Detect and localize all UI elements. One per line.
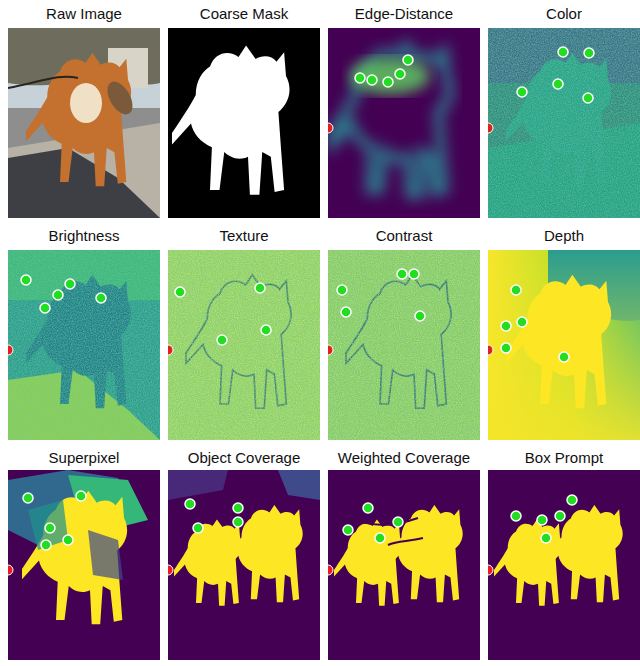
- texture-map: [168, 250, 320, 440]
- weighted-coverage-map: [328, 470, 480, 660]
- coarse-mask: [168, 28, 320, 218]
- panel-title: Contrast: [376, 227, 433, 245]
- object-coverage-map: [168, 470, 320, 660]
- color-map: [488, 28, 640, 218]
- panel-title: Weighted Coverage: [338, 449, 470, 467]
- panel-title: Raw Image: [46, 5, 122, 23]
- contrast-map: [328, 250, 480, 440]
- panel-title: Depth: [544, 227, 584, 245]
- box-prompt-map: [488, 470, 640, 660]
- raw-photo: [8, 28, 160, 218]
- panel-title: Texture: [219, 227, 268, 245]
- panel-title: Coarse Mask: [200, 5, 288, 23]
- panel-title: Edge-Distance: [355, 5, 453, 23]
- panel-title: Superpixel: [49, 449, 120, 467]
- panel-title: Object Coverage: [188, 449, 301, 467]
- superpixel-map: [8, 470, 160, 660]
- brightness-map: [8, 250, 160, 440]
- edge-distance-map: [328, 28, 480, 218]
- panel-title: Brightness: [49, 227, 120, 245]
- panel-title: Box Prompt: [525, 449, 603, 467]
- panel-title: Color: [546, 5, 582, 23]
- depth-map: [488, 250, 640, 440]
